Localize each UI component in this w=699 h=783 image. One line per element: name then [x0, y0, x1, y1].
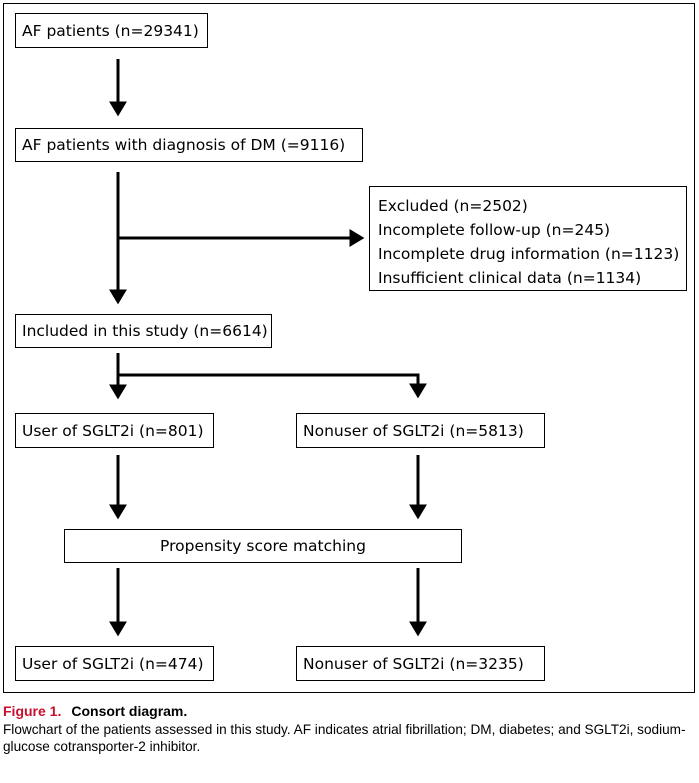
- user-before-box: User of SGLT2i (n=801): [15, 413, 214, 448]
- excluded-clinical-data: Insufficient clinical data (n=1134): [378, 269, 642, 287]
- split-line: [116, 353, 427, 399]
- included-box: Included in this study (n=6614): [15, 314, 272, 348]
- excluded-drug-info: Incomplete drug information (n=1123): [378, 245, 680, 263]
- af-with-dm-box: AF patients with diagnosis of DM (=9116): [15, 128, 363, 162]
- user-before-label: User of SGLT2i (n=801): [22, 421, 204, 440]
- af-patients-box: AF patients (n=29341): [15, 13, 208, 48]
- figure-caption: Figure 1. Consort diagram. Flowchart of t…: [3, 703, 696, 755]
- caption-title-line: Figure 1. Consort diagram.: [3, 703, 696, 719]
- user-after-box: User of SGLT2i (n=474): [15, 646, 214, 681]
- caption-label: Figure 1.: [3, 703, 62, 719]
- psm-label: Propensity score matching: [160, 537, 366, 555]
- psm-box: Propensity score matching: [64, 529, 462, 563]
- nonuser-before-label: Nonuser of SGLT2i (n=5813): [303, 421, 524, 440]
- flow-arrows: [109, 59, 427, 637]
- nonuser-before-box: Nonuser of SGLT2i (n=5813): [296, 413, 545, 448]
- af-with-dm-label: AF patients with diagnosis of DM (=9116): [22, 136, 346, 154]
- figure-frame: [3, 3, 695, 693]
- caption-title: Consort diagram.: [71, 703, 188, 719]
- nonuser-after-label: Nonuser of SGLT2i (n=3235): [303, 654, 524, 673]
- user-after-label: User of SGLT2i (n=474): [22, 654, 204, 673]
- included-label: Included in this study (n=6614): [22, 322, 268, 340]
- caption-text: Flowchart of the patients assessed in th…: [3, 722, 686, 754]
- excluded-follow-up: Incomplete follow-up (n=245): [378, 221, 611, 239]
- excluded-box: Excluded (n=2502) Incomplete follow-up (…: [369, 186, 687, 291]
- nonuser-after-box: Nonuser of SGLT2i (n=3235): [296, 646, 545, 681]
- excluded-total: Excluded (n=2502): [378, 197, 528, 215]
- af-patients-label: AF patients (n=29341): [22, 21, 199, 40]
